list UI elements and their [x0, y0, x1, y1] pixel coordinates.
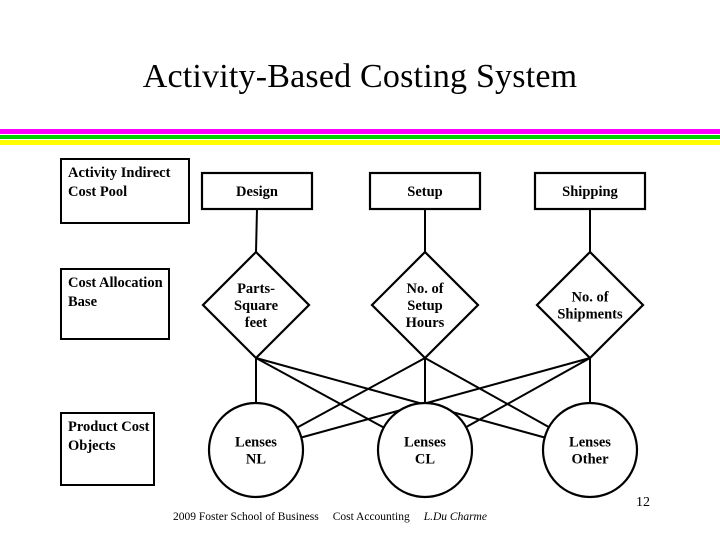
activity-pool-setup[interactable]: Setup — [368, 171, 482, 211]
cost-object-shape-lenses-nl — [207, 401, 305, 499]
footer-author: L.Du Charme — [423, 511, 487, 523]
activity-pool-label-design: Design — [236, 184, 278, 200]
divider-stripe-white — [0, 134, 720, 135]
footer-course: Cost Accounting — [332, 511, 410, 523]
row-label-activity-indirect-cost-pool: Activity Indirect Cost Pool — [60, 158, 190, 224]
edge-no-of-shipments-to-lenses-cl — [465, 357, 591, 428]
edge-no-of-setup-hours-to-lenses-nl — [296, 357, 426, 429]
divider-stripe-white-2 — [0, 139, 720, 140]
edge-parts-square-feet-to-lenses-other — [255, 357, 545, 439]
edge-design-to-parts-square-feet — [255, 208, 258, 253]
footer-credit: 2009 Foster School of Business Cost Accou… — [0, 511, 660, 523]
divider-bar — [0, 129, 720, 145]
activity-pool-design[interactable]: Design — [200, 171, 314, 211]
edge-parts-square-feet-to-lenses-cl — [255, 357, 385, 429]
cost-object-shape-lenses-other — [541, 401, 639, 499]
row-label-cost-allocation-base: Cost Allocation Base — [60, 268, 170, 340]
page-title: Activity-Based Costing System — [142, 58, 578, 95]
row-label-product-cost-objects: Product Cost Objects — [60, 412, 155, 486]
divider-stripe-green — [0, 135, 720, 139]
divider-stripe-yellow — [0, 140, 720, 145]
page-number: 12 — [636, 495, 650, 510]
allocation-base-shape-no-of-shipments — [535, 250, 645, 360]
edge-layer — [255, 208, 591, 439]
activity-pool-shape-design — [200, 171, 314, 211]
activity-pool-shape-shipping — [533, 171, 647, 211]
activity-pool-label-setup: Setup — [407, 184, 442, 200]
allocation-base-shape-no-of-setup-hours — [370, 250, 480, 360]
edge-no-of-shipments-to-lenses-nl — [301, 357, 591, 439]
activity-pool-shape-setup — [368, 171, 482, 211]
activity-pool-label-shipping: Shipping — [562, 184, 618, 200]
divider-stripe-magenta — [0, 129, 720, 134]
footer-organization: 2009 Foster School of Business — [173, 511, 319, 523]
edge-no-of-setup-hours-to-lenses-other — [424, 357, 550, 428]
cost-object-shape-lenses-cl — [376, 401, 474, 499]
activity-pool-shipping[interactable]: Shipping — [533, 171, 647, 211]
allocation-base-shape-parts-square-feet — [201, 250, 311, 360]
